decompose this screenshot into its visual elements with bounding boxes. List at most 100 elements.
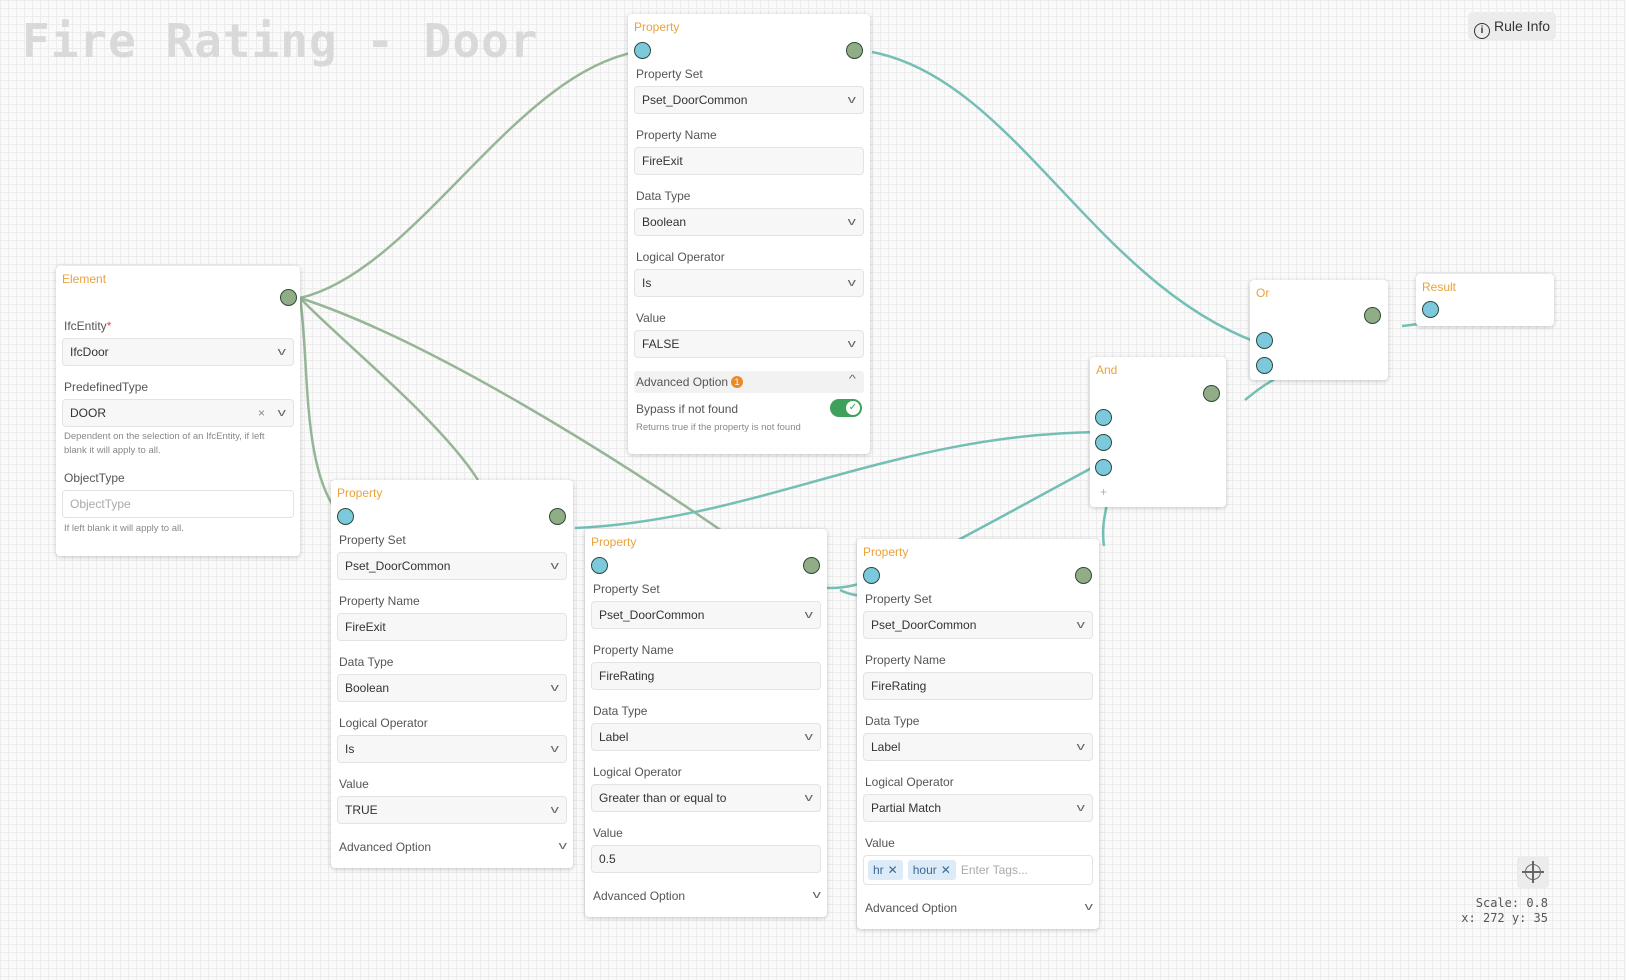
input-handle[interactable] bbox=[1095, 434, 1112, 451]
property-name-label: Property Name bbox=[593, 643, 674, 657]
property-name-label: Property Name bbox=[339, 594, 420, 608]
input-handle[interactable] bbox=[1422, 301, 1439, 318]
add-input-button[interactable]: + bbox=[1100, 485, 1108, 499]
node-title: Property bbox=[337, 486, 383, 500]
input-handle[interactable] bbox=[1095, 459, 1112, 476]
output-handle[interactable] bbox=[1075, 567, 1092, 584]
predefined-type-help: Dependent on the selection of an IfcEnti… bbox=[64, 431, 265, 456]
data-type-label: Data Type bbox=[593, 704, 648, 718]
close-icon[interactable]: ✕ bbox=[940, 863, 951, 877]
input-handle[interactable] bbox=[337, 508, 354, 525]
viewport-status: Scale: 0.8 x: 272 y: 35 bbox=[1461, 896, 1548, 926]
chevron-down-icon: v bbox=[1076, 741, 1085, 753]
bypass-toggle[interactable]: ✓ bbox=[830, 399, 862, 417]
edge-element-to-property-left[interactable] bbox=[298, 297, 346, 521]
input-handle[interactable] bbox=[591, 557, 608, 574]
node-title: Element bbox=[62, 272, 107, 286]
logical-operator-label: Logical Operator bbox=[593, 765, 682, 779]
input-handle[interactable] bbox=[634, 42, 651, 59]
input-handle[interactable] bbox=[1256, 357, 1273, 374]
input-handle[interactable] bbox=[863, 567, 880, 584]
property-name-input[interactable]: FireRating bbox=[863, 672, 1093, 700]
output-handle[interactable] bbox=[280, 289, 297, 306]
property-set-label: Property Set bbox=[593, 582, 660, 596]
edge-property-left-to-and[interactable] bbox=[574, 430, 1113, 530]
chevron-down-icon: v bbox=[277, 346, 286, 358]
property-name-input[interactable]: FireExit bbox=[634, 147, 864, 175]
chevron-down-icon: v bbox=[277, 407, 286, 419]
edge-element-to-property-mid[interactable] bbox=[299, 297, 480, 481]
close-icon[interactable]: ✕ bbox=[887, 863, 898, 877]
property-name-label: Property Name bbox=[865, 653, 946, 667]
output-handle[interactable] bbox=[846, 42, 863, 59]
result-node[interactable]: Result bbox=[1416, 274, 1554, 326]
chevron-down-icon: v bbox=[847, 277, 856, 289]
and-node[interactable]: And + bbox=[1090, 357, 1226, 507]
or-node[interactable]: Or bbox=[1250, 280, 1388, 380]
tags-input[interactable]: hr✕hour✕Enter Tags... bbox=[863, 855, 1093, 885]
chevron-down-icon: v bbox=[550, 682, 559, 694]
predefined-type-select[interactable]: DOOR×v bbox=[62, 399, 294, 427]
edge-element-to-property-top[interactable] bbox=[299, 48, 651, 300]
bypass-label: Bypass if not found bbox=[636, 402, 739, 416]
output-handle[interactable] bbox=[1203, 385, 1220, 402]
logical-operator-label: Logical Operator bbox=[636, 250, 725, 264]
node-title: Or bbox=[1256, 286, 1270, 300]
bypass-help: Returns true if the property is not foun… bbox=[636, 422, 801, 433]
input-handle[interactable] bbox=[1095, 409, 1112, 426]
chevron-down-icon: v bbox=[558, 840, 567, 852]
output-handle[interactable] bbox=[549, 508, 566, 525]
value-label: Value bbox=[636, 311, 666, 325]
node-title: Property bbox=[591, 535, 637, 549]
input-handle[interactable] bbox=[1256, 332, 1273, 349]
info-icon: i bbox=[1474, 23, 1490, 39]
object-type-input[interactable]: ObjectType bbox=[62, 490, 294, 518]
node-title: Result bbox=[1422, 280, 1457, 294]
output-handle[interactable] bbox=[803, 557, 820, 574]
logical-operator-label: Logical Operator bbox=[865, 775, 954, 789]
chevron-down-icon: v bbox=[1084, 901, 1093, 913]
chevron-down-icon: v bbox=[804, 731, 813, 743]
property-name-input[interactable]: FireExit bbox=[337, 613, 567, 641]
object-type-help: If left blank it will apply to all. bbox=[64, 523, 184, 534]
chevron-down-icon: v bbox=[812, 889, 821, 901]
chevron-down-icon: v bbox=[847, 338, 856, 350]
property-set-label: Property Set bbox=[865, 592, 932, 606]
recenter-button[interactable] bbox=[1517, 856, 1549, 888]
chevron-down-icon: v bbox=[847, 216, 856, 228]
property-name-input[interactable]: FireRating bbox=[591, 662, 821, 690]
chevron-up-icon: ^ bbox=[849, 374, 857, 385]
value-input[interactable]: 0.5 bbox=[591, 845, 821, 873]
edge-element-to-property-right[interactable] bbox=[299, 296, 736, 542]
value-label: Value bbox=[865, 836, 895, 850]
value-label: Value bbox=[339, 777, 369, 791]
close-icon[interactable]: × bbox=[257, 406, 265, 420]
output-handle[interactable] bbox=[1364, 307, 1381, 324]
edge-property-top-to-or[interactable] bbox=[871, 50, 1281, 352]
